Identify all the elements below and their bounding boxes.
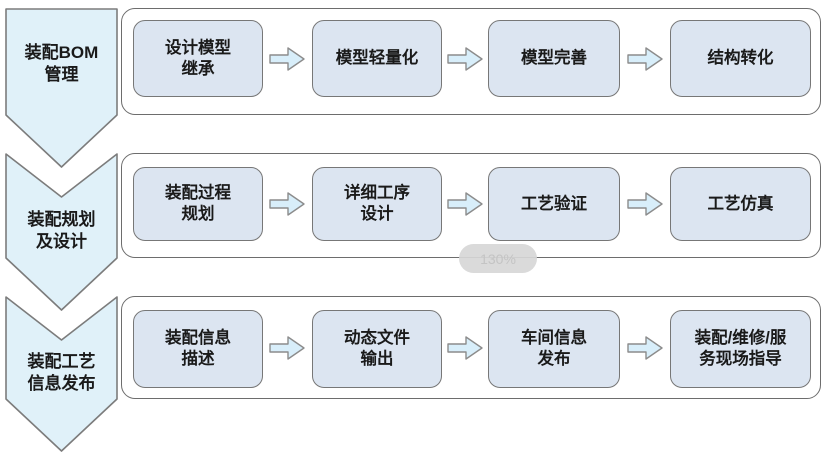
right-arrow-icon	[447, 47, 483, 71]
flow-node-dynamic-file-output: 动态文件 输出	[312, 310, 442, 388]
right-arrow-icon	[627, 336, 663, 360]
flow-node-process-verification: 工艺验证	[488, 167, 620, 241]
right-arrow-icon	[627, 192, 663, 216]
stage-label-2: 装配规划 及设计	[27, 210, 96, 252]
flow-node-model-refine: 模型完善	[488, 20, 620, 97]
right-arrow-icon	[627, 47, 663, 71]
chevron-down-shape	[5, 153, 118, 311]
right-arrow-icon	[269, 192, 305, 216]
flow-node-structure-convert: 结构转化	[670, 20, 811, 97]
flow-node-design-model-inherit: 设计模型 继承	[133, 20, 263, 97]
stage-chevron-2: 装配规划 及设计	[5, 153, 118, 312]
flow-node-detailed-operation-design: 详细工序 设计	[312, 167, 442, 241]
flow-node-assembly-process-plan: 装配过程 规划	[133, 167, 263, 241]
flow-node-workshop-info-release: 车间信息 发布	[488, 310, 620, 388]
stage-label-3: 装配工艺 信息发布	[27, 352, 96, 394]
zoom-level-text: 130%	[480, 250, 516, 267]
flow-node-process-simulation: 工艺仿真	[670, 167, 811, 241]
stage-chevron-1: 装配BOM 管理	[5, 8, 118, 169]
chevron-down-shape	[5, 8, 118, 168]
flow-node-onsite-guidance: 装配/维修/服 务现场指导	[670, 310, 811, 388]
chevron-down-shape	[5, 296, 118, 452]
right-arrow-icon	[447, 336, 483, 360]
right-arrow-icon	[269, 47, 305, 71]
stage-chevron-3: 装配工艺 信息发布	[5, 296, 118, 453]
right-arrow-icon	[269, 336, 305, 360]
flow-node-assembly-info-description: 装配信息 描述	[133, 310, 263, 388]
stage-label-1: 装配BOM 管理	[24, 43, 99, 85]
right-arrow-icon	[447, 192, 483, 216]
flow-node-model-lightweight: 模型轻量化	[312, 20, 442, 97]
zoom-level-indicator: 130%	[459, 244, 537, 273]
